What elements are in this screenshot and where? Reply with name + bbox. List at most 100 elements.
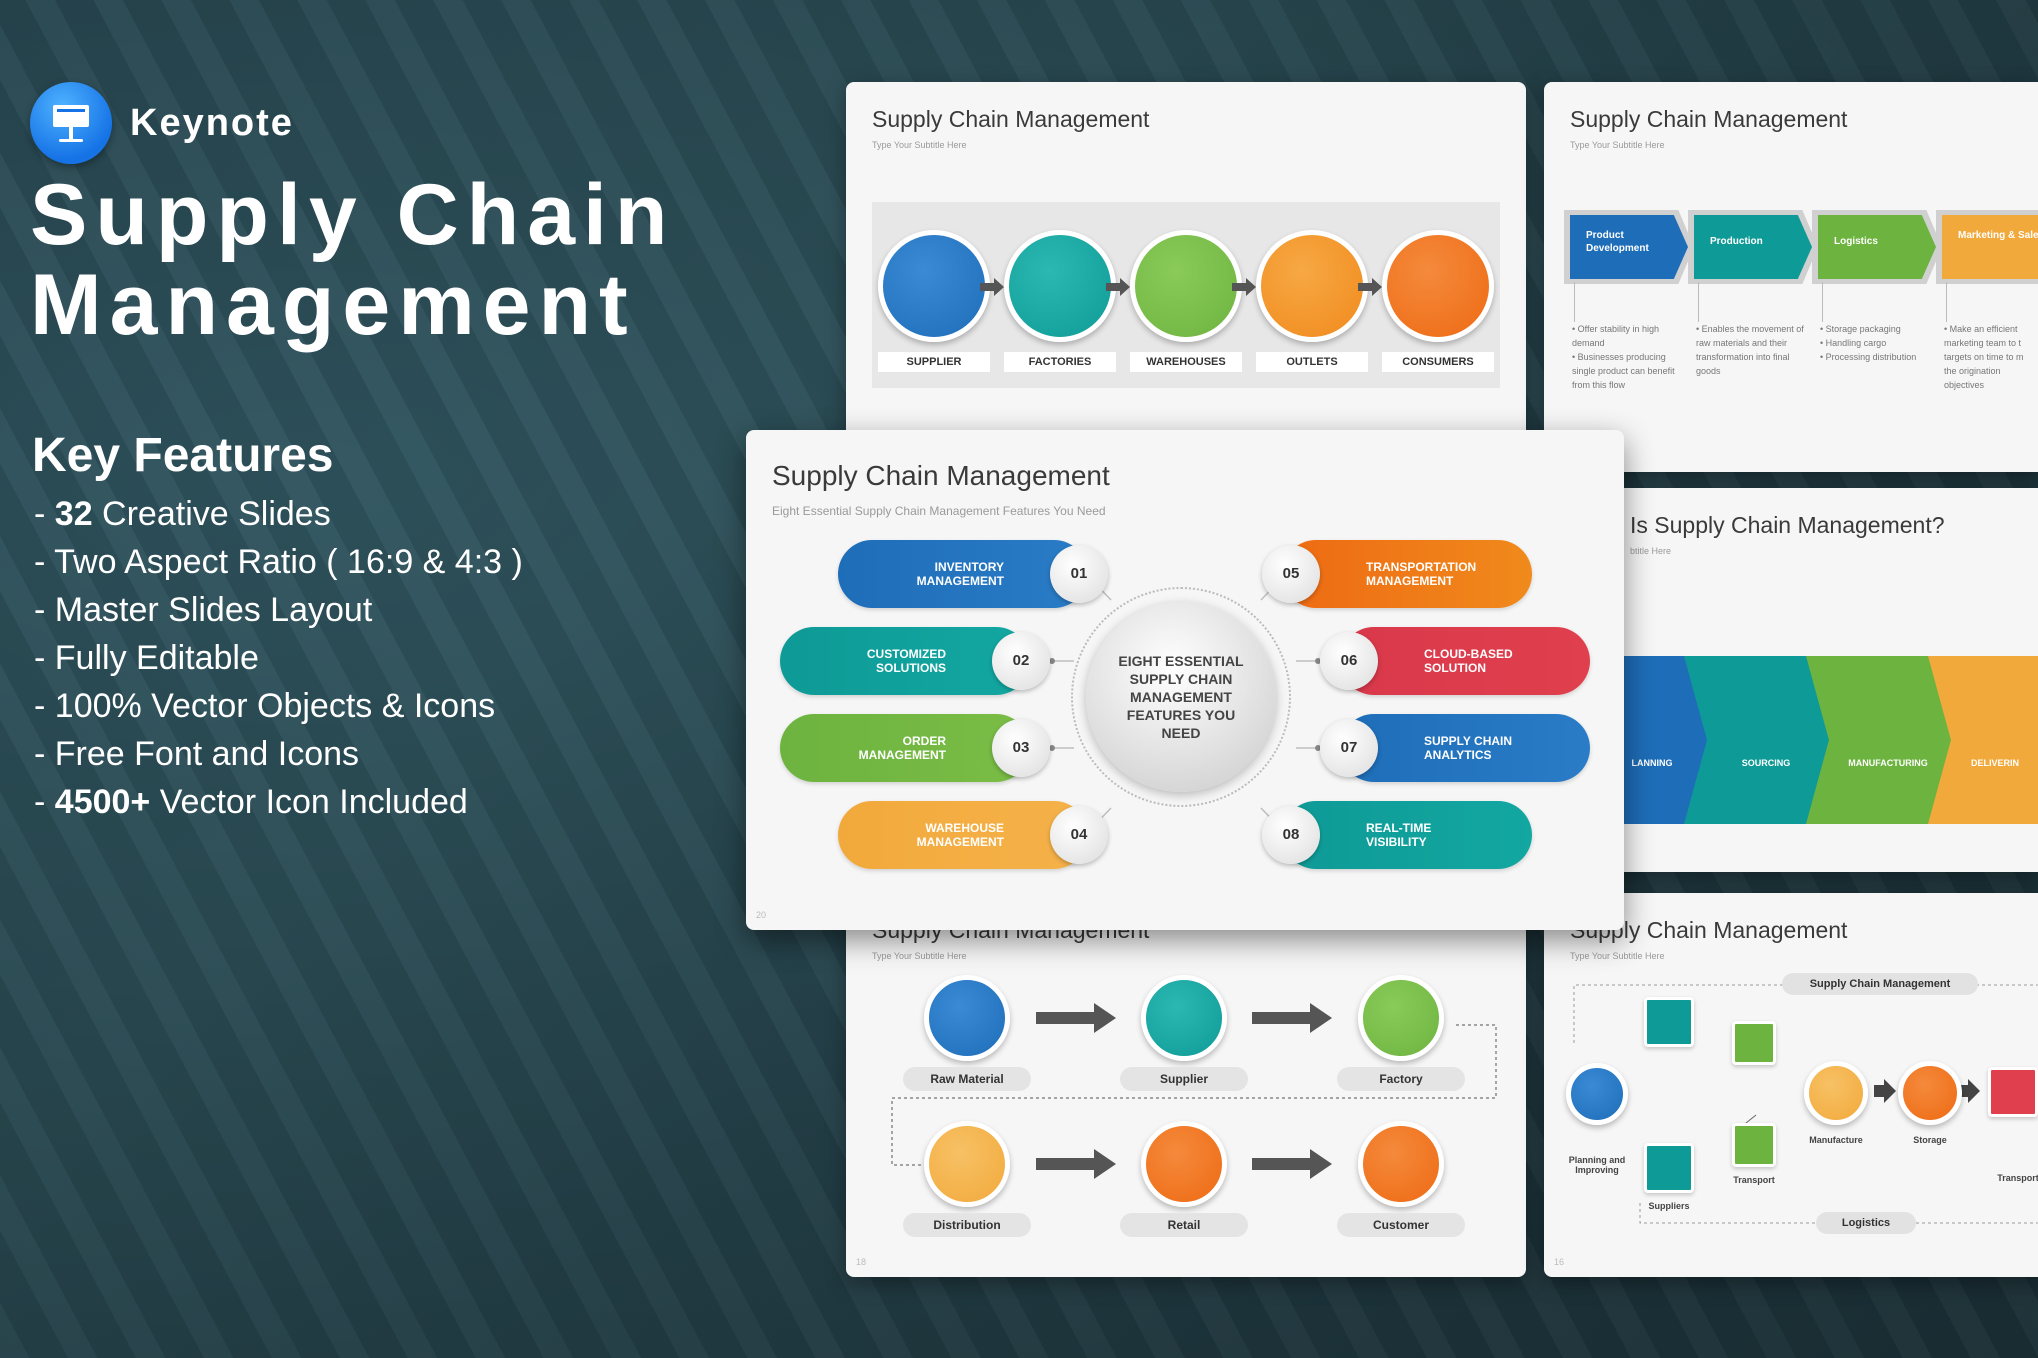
center-ring	[1071, 587, 1291, 807]
feature-item: - Two Aspect Ratio ( 16:9 & 4:3 )	[34, 543, 523, 581]
step-bullets: Storage packaging Handling cargo Process…	[1820, 322, 1930, 364]
flow-label: Distribution	[903, 1213, 1031, 1237]
feature-number: 02	[992, 632, 1050, 690]
flow-label: Supplier	[1120, 1067, 1248, 1091]
flow-label: Retail	[1120, 1213, 1248, 1237]
chevron-step: Product Development	[1570, 215, 1688, 279]
page-number: 18	[856, 1257, 867, 1267]
arrow-right-icon	[1106, 278, 1130, 296]
slide-subtitle: Eight Essential Supply Chain Management …	[772, 504, 1106, 518]
chevron-step: Production	[1694, 215, 1812, 279]
arrow-right-icon	[1252, 1149, 1332, 1179]
node-label: Manufacture	[1809, 1135, 1863, 1145]
slide-subtitle: Type Your Subtitle Here	[1570, 951, 1665, 961]
slide-title: Supply Chain Management	[872, 106, 1150, 132]
feature-item: - Free Font and Icons	[34, 735, 360, 773]
feature-item: - Master Slides Layout	[34, 591, 373, 629]
feature-number: 08	[1262, 806, 1320, 864]
arrow-right-icon	[1252, 1003, 1332, 1033]
feature-number: 07	[1320, 719, 1378, 777]
feature-item: - 4500+ Vector Icon Included	[34, 783, 468, 821]
flow-label: Customer	[1337, 1213, 1465, 1237]
diagram-footer: Logistics	[1816, 1212, 1916, 1234]
slide-flow-circles: Supply Chain Management Type Your Subtit…	[846, 82, 1526, 472]
feature-number: 03	[992, 719, 1050, 777]
slide-subtitle: Type Your Subtitle Here	[872, 951, 967, 961]
feature-number: 05	[1262, 545, 1320, 603]
arrow-right-icon	[1232, 278, 1256, 296]
flow-label: FACTORIES	[1004, 352, 1116, 372]
dotted-connector	[891, 1024, 1497, 1166]
arrow-right-icon	[1358, 278, 1382, 296]
factory-icon	[1358, 975, 1444, 1061]
chevron-step: Marketing & Sales	[1942, 215, 2038, 279]
arrow-right-icon	[1036, 1003, 1116, 1033]
main-title-line2: Management	[30, 257, 636, 353]
slide-title: Supply Chain Management	[1570, 106, 1848, 132]
flow-label: CONSUMERS	[1382, 352, 1494, 372]
slide-subtitle: Type Your Subtitle Here	[1570, 140, 1665, 150]
supplier-icon	[1141, 975, 1227, 1061]
feature-pill-08: REAL-TIME VISIBILITY	[1282, 801, 1532, 869]
factory-icon	[1004, 230, 1116, 342]
storage-icon	[1898, 1061, 1962, 1125]
slide-subtitle: Type Your Subtitle Here	[872, 140, 967, 150]
customer-icon	[1358, 1121, 1444, 1207]
node-label: Planning and Improving	[1568, 1155, 1626, 1175]
feature-pill-03: ORDER MANAGEMENT	[780, 714, 1030, 782]
supplier-icon	[878, 230, 990, 342]
node-label: Suppliers	[1648, 1201, 1690, 1211]
flow-label: SUPPLIER	[878, 352, 990, 372]
step-bullets: Offer stability in high demand Businesse…	[1572, 322, 1682, 392]
feature-pill-01: INVENTORY MANAGEMENT	[838, 540, 1088, 608]
slide-chevron-steps: Supply Chain Management Type Your Subtit…	[1544, 82, 2038, 472]
slide-network-diagram: Supply Chain Management Type Your Subtit…	[1544, 893, 2038, 1277]
arrow-right-icon	[1036, 1149, 1116, 1179]
main-title: Supply Chain Management	[30, 170, 790, 350]
feature-item: - 32 Creative Slides	[34, 495, 331, 533]
connector-line	[1574, 282, 1575, 322]
transport-truck-icon	[1988, 1067, 2038, 1117]
step-bullets: Make an efficient marketing team to t ta…	[1944, 322, 2038, 392]
feature-item: - 100% Vector Objects & Icons	[34, 687, 496, 725]
features-heading: Key Features	[32, 429, 334, 482]
slide-flow-process: Supply Chain Management Type Your Subtit…	[846, 893, 1526, 1277]
dotted-connector	[1573, 984, 2038, 1224]
node-label: Transport	[1733, 1175, 1775, 1185]
raw-material-icon	[924, 975, 1010, 1061]
node-label: Storage	[1913, 1135, 1947, 1145]
warehouse-icon	[1130, 230, 1242, 342]
production-box-icon	[1732, 1021, 1776, 1065]
planning-icon	[1566, 1063, 1628, 1125]
feature-number: 06	[1320, 632, 1378, 690]
feature-number: 04	[1050, 806, 1108, 864]
outlet-icon	[1256, 230, 1368, 342]
connector-line	[1946, 282, 1947, 322]
feature-item: - Fully Editable	[34, 639, 259, 677]
supplier-box-icon	[1644, 997, 1694, 1047]
flow-label: OUTLETS	[1256, 352, 1368, 372]
page-number: 20	[756, 910, 767, 920]
diagram-header: Supply Chain Management	[1782, 973, 1978, 995]
retail-icon	[1141, 1121, 1227, 1207]
connector-line	[1822, 282, 1823, 322]
manufacture-icon	[1804, 1061, 1868, 1125]
slide-subtitle: btitle Here	[1630, 546, 1672, 556]
feature-number: 01	[1050, 545, 1108, 603]
feature-pill-06: CLOUD-BASED SOLUTION	[1340, 627, 1590, 695]
brand-name: Keynote	[130, 101, 294, 144]
main-title-line1: Supply Chain	[30, 167, 676, 263]
feature-pill-02: CUSTOMIZED SOLUTIONS	[780, 627, 1030, 695]
distribution-icon	[924, 1121, 1010, 1207]
arrow-right-icon	[980, 278, 1004, 296]
feature-pill-04: WAREHOUSE MANAGEMENT	[838, 801, 1088, 869]
consumer-icon	[1382, 230, 1494, 342]
feature-pill-05: TRANSPORTATION MANAGEMENT	[1282, 540, 1532, 608]
slide-what-is-scm: Is Supply Chain Management? btitle Here …	[1544, 488, 2038, 872]
node-label: Transport	[1997, 1173, 2038, 1183]
connector-line	[1698, 282, 1699, 322]
feature-pill-07: SUPPLY CHAIN ANALYTICS	[1340, 714, 1590, 782]
center-circle: EIGHT ESSENTIAL SUPPLY CHAIN MANAGEMENT …	[1086, 602, 1276, 792]
keynote-logo-icon	[30, 82, 112, 164]
page-number: 16	[1554, 1257, 1565, 1267]
